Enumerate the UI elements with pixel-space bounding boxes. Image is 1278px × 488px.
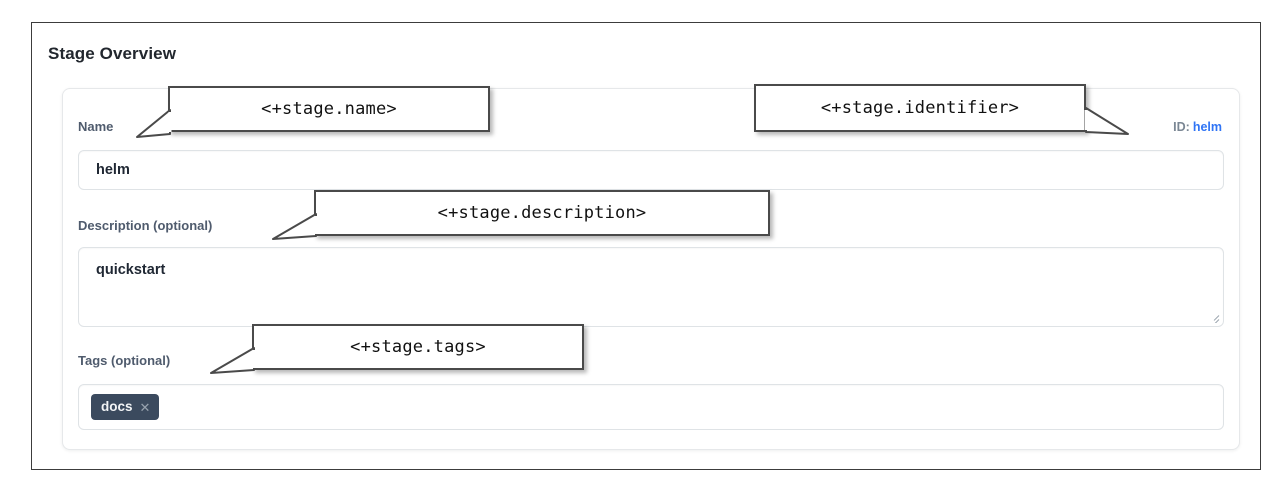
callout-stage-identifier: <+stage.identifier>: [754, 84, 1086, 132]
description-field-label: Description (optional): [78, 218, 213, 233]
tag-chip-docs[interactable]: docs ✕: [91, 394, 160, 420]
callout-stage-tags: <+stage.tags>: [252, 324, 584, 370]
close-icon[interactable]: ✕: [139, 399, 151, 415]
stage-identifier: ID:helm: [1173, 120, 1222, 134]
tags-field-label: Tags (optional): [78, 353, 171, 368]
callout-stage-description: <+stage.description>: [314, 190, 770, 236]
name-input[interactable]: helm: [78, 150, 1224, 190]
name-field-label: Name: [78, 119, 114, 134]
callout-stage-name: <+stage.name>: [168, 86, 490, 132]
identifier-key-label: ID:: [1173, 120, 1190, 134]
page-title: Stage Overview: [48, 44, 177, 63]
callout-stage-description-text: <+stage.description>: [437, 203, 647, 223]
identifier-value-link[interactable]: helm: [1192, 120, 1222, 134]
callout-stage-identifier-text: <+stage.identifier>: [820, 98, 1020, 118]
tag-chip-label: docs: [101, 399, 133, 415]
callout-stage-tags-text: <+stage.tags>: [350, 337, 486, 357]
description-textarea[interactable]: quickstart: [78, 247, 1224, 327]
tags-input[interactable]: docs ✕: [78, 384, 1224, 430]
callout-stage-name-text: <+stage.name>: [261, 99, 397, 119]
name-input-value: helm: [96, 162, 130, 178]
resize-handle-icon[interactable]: [1207, 310, 1220, 323]
description-textarea-value: quickstart: [96, 262, 166, 278]
